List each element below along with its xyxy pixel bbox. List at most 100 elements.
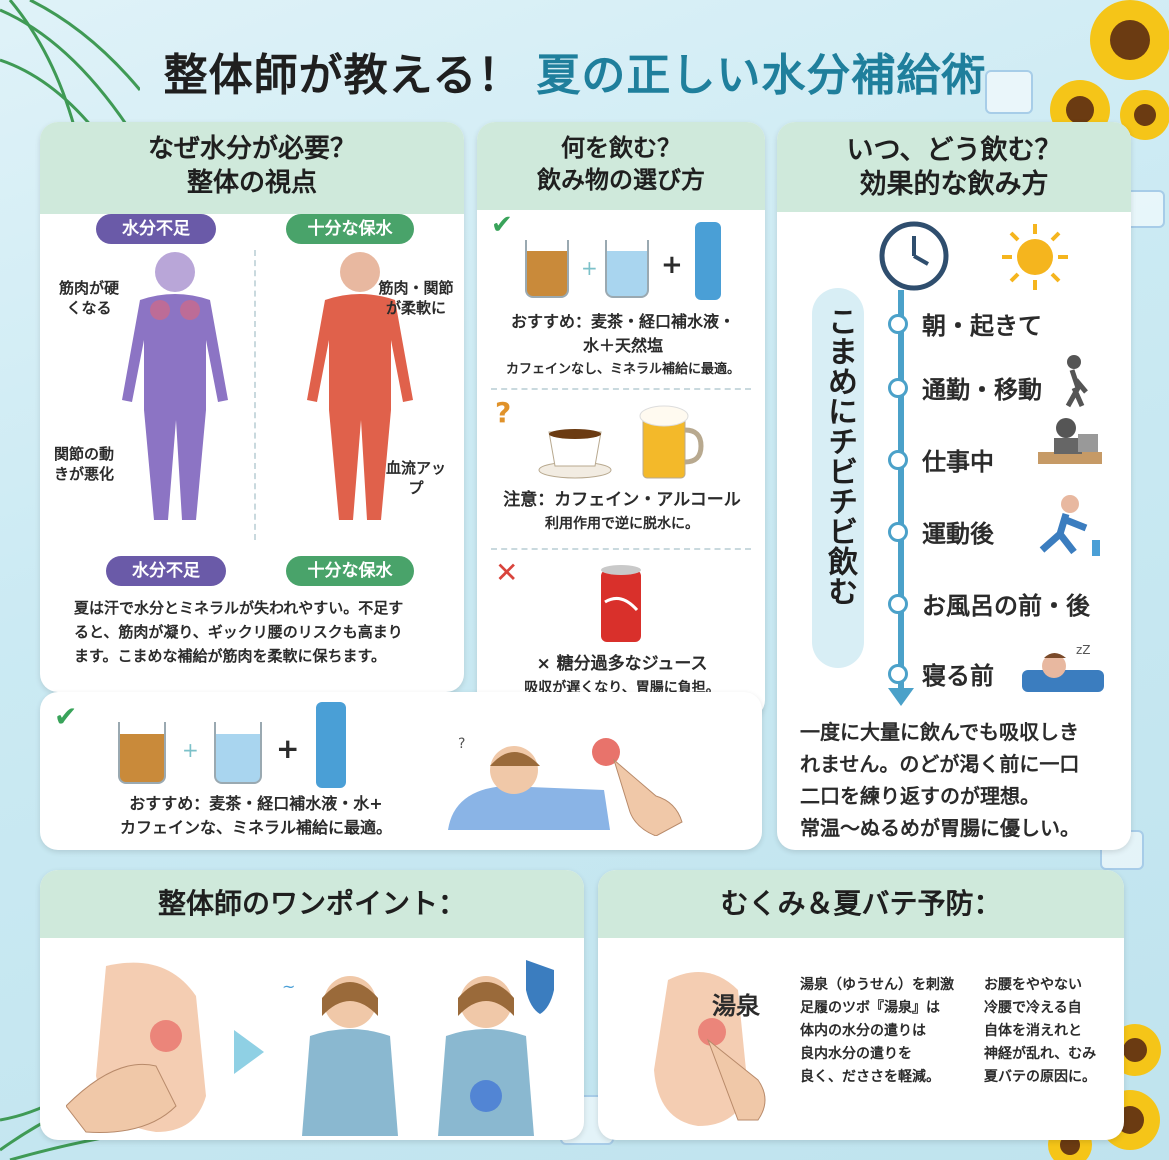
desk-work-icon — [1038, 418, 1102, 464]
vertical-text: こまめにチビチビ飲む — [822, 306, 857, 606]
foot-massage-icon — [66, 962, 206, 1133]
svg-text:zZ: zZ — [1076, 643, 1091, 657]
timeline-dot-icon — [888, 593, 908, 614]
coffee-cup-icon — [538, 429, 612, 479]
beer-mug-icon — [639, 405, 704, 479]
title-part1: 整体師が教える！ — [163, 50, 523, 101]
prevent-heading: むくみ＆夏バテ予防： — [598, 870, 1124, 938]
why-paragraph-line1: 夏は汗で水分とミネラルが失われやすい。不足す — [74, 599, 404, 617]
onepoint-heading: 整体師のワンポイント： — [40, 870, 584, 938]
drink-heading-line1: 何を飲む？ — [561, 134, 681, 162]
water-glass-icon — [605, 240, 649, 298]
hydrated-label-bottom: 十分な保水 — [286, 556, 414, 586]
relieved-woman-icon — [438, 960, 554, 1136]
prevent-col1-line: 体内の水分の遣りは — [800, 1023, 926, 1039]
prevent-col2-line: 神経が乱れ、むみ — [984, 1046, 1097, 1062]
timeline-dot-icon — [888, 663, 908, 684]
cross-icon: ✕ — [495, 556, 519, 589]
caution-text: 注意：カフェイン・アルコール 利用作用で逆に脱水に。 — [487, 488, 757, 536]
water-bottle-icon — [316, 702, 346, 788]
water-bottle-icon — [695, 222, 721, 300]
recommend-text: おすすめ：麦茶・経口補水液・水+ カフェインな、ミネラル補給に最適。 — [96, 792, 416, 840]
prevent-col1-line: 湯泉（ゆうせん）を刺激 — [800, 977, 954, 993]
lack-label: 水分不足 — [96, 214, 216, 244]
svg-text:~: ~ — [282, 977, 295, 996]
prevent-col1-line: 足履のツボ『湯泉』は — [800, 1000, 940, 1016]
timeline-dot-icon — [888, 313, 908, 334]
when-paragraph: 一度に大量に飲んでも吸収しき れません。のどが渇く前に一口 二口を練り返すのが理… — [800, 716, 1120, 844]
timeline-item: 寝る前 — [888, 656, 994, 691]
timeline-item: 仕事中 — [888, 442, 994, 477]
plus-icon: + — [661, 250, 683, 280]
ice-cube-icon — [985, 70, 1033, 114]
bad-line1: × 糖分過多なジュース — [536, 654, 708, 674]
timeline-item: 朝・起きて — [888, 306, 1042, 341]
recommend-line1: おすすめ：麦茶・経口補水液・水+ — [129, 794, 383, 813]
sun-icon — [1002, 224, 1068, 290]
soda-can-icon — [601, 565, 641, 642]
timeline-dot-icon — [888, 449, 908, 470]
why-paragraph-line3: ます。こまめな補給が筋肉を柔軟に保ちます。 — [74, 647, 387, 665]
back-pain-woman-icon: ~ — [282, 976, 398, 1136]
plus-icon: + — [276, 732, 300, 765]
pointing-hand-icon — [592, 738, 683, 836]
why-paragraph: 夏は汗で水分とミネラルが失われやすい。不足す ると、筋肉が凝り、ギックリ腰のリス… — [74, 596, 454, 668]
dehydrated-body-icon — [122, 252, 228, 520]
plus-icon: + — [182, 738, 199, 762]
good-line3: カフェインなし、ミネラル補給に最適。 — [505, 362, 740, 377]
timeline-item: お風呂の前・後 — [888, 586, 1090, 621]
good-text: おすすめ：麦茶・経口補水液・ 水＋天然塩 カフェインなし、ミネラル補給に最適。 — [491, 310, 755, 382]
when-paragraph-line2: れません。のどが渇く前に一口 — [800, 752, 1080, 776]
svg-text:?: ? — [458, 736, 465, 752]
timeline-item-label: 通勤・移動 — [922, 376, 1042, 404]
question-icon: ? — [495, 396, 512, 429]
hydrated-body-icon — [307, 252, 413, 520]
prevent-col2: お腰をややない 冷腰で冷える自 自体を消えれと 神経が乱れ、むみ 夏バテの原因に… — [984, 974, 1114, 1089]
recommend-line2: カフェインな、ミネラル補給に最適。 — [119, 818, 392, 837]
why-heading-line2: 整体の視点 — [186, 168, 317, 198]
caution-line2: 利用作用で逆に脱水に。 — [545, 516, 699, 532]
page-title: 整体師が教える！ 夏の正しい水分補給術 — [150, 32, 1000, 110]
timeline-item-label: 朝・起きて — [922, 312, 1042, 340]
drink-heading-line2: 飲み物の選び方 — [537, 166, 705, 194]
timeline-arrow-icon — [888, 688, 914, 706]
prevent-col1-line: 良く、だささを軽減。 — [800, 1069, 940, 1085]
recommend-panel: ✔ + + おすすめ：麦茶・経口補水液・水+ カフェインな、ミネラル補給に最適。… — [40, 692, 762, 850]
timeline-item-label: 寝る前 — [922, 662, 994, 690]
prevent-col2-line: 自体を消えれと — [984, 1023, 1082, 1039]
timeline-item-label: 仕事中 — [922, 448, 994, 476]
prevent-col2-line: お腰をややない — [984, 977, 1082, 993]
sleeping-woman-icon: ? — [448, 736, 610, 830]
timeline-item: 通勤・移動 — [888, 370, 1042, 405]
good-line1: おすすめ：麦茶・経口補水液・ — [510, 312, 735, 331]
hydrated-label: 十分な保水 — [286, 214, 414, 244]
timeline-dot-icon — [888, 521, 908, 542]
vertical-callout — [812, 288, 864, 668]
timeline-item-label: お風呂の前・後 — [922, 592, 1090, 620]
barley-tea-glass-icon — [525, 240, 569, 298]
barley-tea-glass-icon — [118, 722, 166, 784]
drink-panel: 何を飲む？ 飲み物の選び方 ✔ + + おすすめ：麦茶・経口補水液・ 水＋天然塩… — [477, 122, 765, 718]
water-glass-icon — [214, 722, 262, 784]
good-line2: 水＋天然塩 — [582, 336, 663, 355]
prevent-col2-line: 夏バテの原因に。 — [984, 1069, 1096, 1085]
note-joint: 関節の動きが悪化 — [54, 445, 115, 483]
clock-icon — [879, 221, 949, 291]
when-heading: いつ、どう飲む？ 効果的な飲み方 — [777, 122, 1131, 212]
note-soft: 筋肉・関節が柔軟に — [378, 279, 454, 317]
when-paragraph-line3: 二口を練り返すのが理想。 — [800, 784, 1040, 808]
check-icon: ✔ — [491, 210, 513, 240]
when-paragraph-line4: 常温〜ぬるめが胃腸に優しい。 — [800, 816, 1080, 840]
why-panel: なぜ水分が必要？ 整体の視点 水分不足 十分な保水 筋肉が硬くなる 関節の動きが… — [40, 122, 464, 692]
prevent-col1-line: 良内水分の遣りを — [800, 1046, 912, 1062]
point-label: 湯泉 — [712, 992, 760, 1020]
runner-icon — [1039, 495, 1100, 556]
timeline-line — [898, 290, 904, 690]
caution-line1: 注意：カフェイン・アルコール — [503, 490, 741, 510]
arrow-right-icon — [234, 1030, 264, 1074]
when-heading-line1: いつ、どう飲む？ — [846, 135, 1062, 166]
note-stiff: 筋肉が硬くなる — [58, 279, 119, 317]
prevent-panel: むくみ＆夏バテ予防： 湯泉 湯泉（ゆうせん）を刺激 足履のツボ『湯泉』は 体内の… — [598, 870, 1124, 1140]
prevent-col1: 湯泉（ゆうせん）を刺激 足履のツボ『湯泉』は 体内の水分の遣りは 良内水分の遣り… — [800, 974, 960, 1089]
note-blood: 血流アップ — [386, 459, 447, 497]
